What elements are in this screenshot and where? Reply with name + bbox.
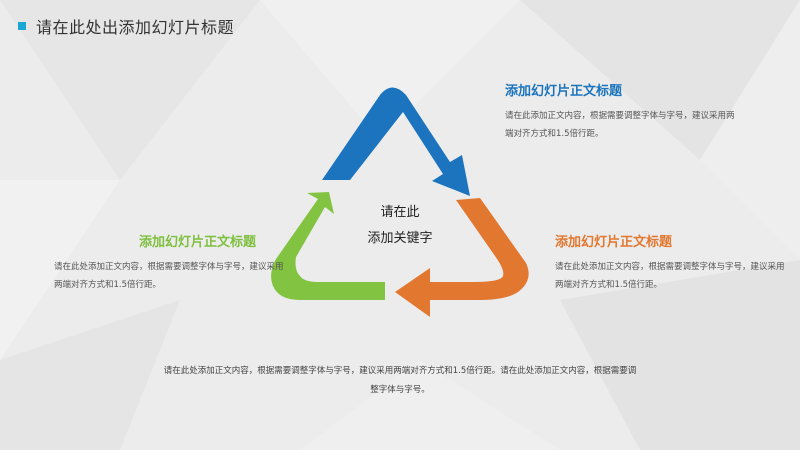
text-block-blue[interactable]: 添加幻灯片正文标题 请在此添加正文内容，根据需要调整字体与字号，建议采用两端对齐… <box>505 80 735 143</box>
block-body: 请在此处添加正文内容，根据需要调整字体与字号，建议采用两端对齐方式和1.5倍行距… <box>555 262 785 290</box>
slide-title[interactable]: 请在此处出添加幻灯片标题 <box>36 18 235 37</box>
bottom-paragraph[interactable]: 请在此处添加正文内容，根据需要调整字体与字号，建议采用两端对齐方式和1.5倍行距… <box>163 366 637 395</box>
block-body: 请在此添加正文内容，根据需要调整字体与字号，建议采用两端对齐方式和1.5倍行距。 <box>505 111 735 139</box>
text-block-orange[interactable]: 添加幻灯片正文标题 请在此处添加正文内容，根据需要调整字体与字号，建议采用两端对… <box>555 231 785 294</box>
green-arrow[interactable] <box>271 192 385 300</box>
block-heading: 添加幻灯片正文标题 <box>555 235 673 250</box>
center-line-1: 请在此 <box>380 205 420 220</box>
title-bar: 请在此处出添加幻灯片标题 <box>18 14 234 38</box>
block-body: 请在此处添加正文内容，根据需要调整字体与字号，建议采用两端对齐方式和1.5倍行距… <box>54 262 284 290</box>
center-keyword[interactable]: 请在此 添加关键字 <box>345 200 455 252</box>
title-square-icon <box>18 22 26 30</box>
text-block-green[interactable]: 添加幻灯片正文标题 请在此处添加正文内容，根据需要调整字体与字号，建议采用两端对… <box>54 231 284 294</box>
orange-arrow[interactable] <box>395 198 529 317</box>
center-line-2: 添加关键字 <box>367 231 433 246</box>
block-heading: 添加幻灯片正文标题 <box>138 235 256 250</box>
blue-arrow[interactable] <box>322 87 470 197</box>
block-heading: 添加幻灯片正文标题 <box>505 84 623 99</box>
